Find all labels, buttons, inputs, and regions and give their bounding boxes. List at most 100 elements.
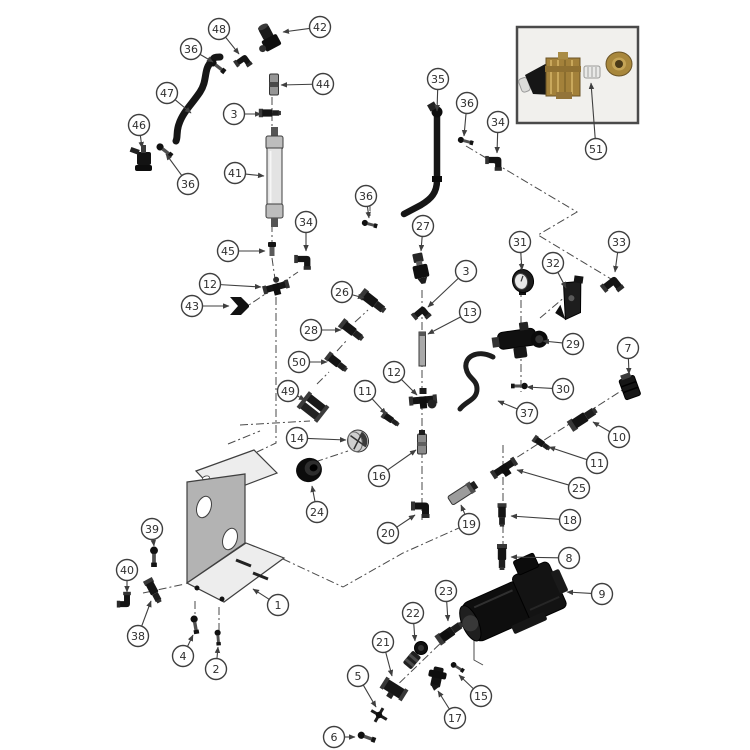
balloon-number-3a: 3 (231, 108, 238, 121)
callout-8: 8 (510, 546, 581, 570)
callout-18: 18 (510, 508, 582, 532)
part-36-bolt-b (155, 141, 175, 159)
callout-27: 27 (411, 214, 435, 252)
balloon-number-34a: 34 (491, 116, 505, 129)
callout-9: 9 (566, 582, 614, 606)
callout-2: 2 (204, 646, 228, 681)
balloon-34a (486, 110, 510, 134)
part-26-fitting (357, 287, 389, 316)
balloon-10 (607, 425, 631, 449)
balloon-32 (541, 251, 565, 275)
axis-dash-line-20 (336, 339, 348, 352)
regulator-insert (583, 65, 601, 79)
balloon-48 (207, 17, 231, 41)
part-29-valve (491, 321, 548, 359)
part-30-bolt (511, 382, 528, 390)
balloon-number-9: 9 (599, 588, 606, 601)
part-17-clip (428, 666, 447, 691)
balloon-9 (590, 582, 614, 606)
balloon-35 (426, 67, 450, 91)
axis-dash-line-0 (256, 297, 277, 453)
leader-line-46 (138, 135, 144, 149)
part-46-valve (129, 145, 152, 171)
callout-24: 24 (305, 485, 329, 524)
callout-12b: 12 (382, 360, 418, 396)
callout-51: 51 (584, 82, 608, 161)
balloon-number-30: 30 (556, 383, 570, 396)
callout-3b: 3 (427, 259, 478, 308)
callout-25: 25 (516, 469, 591, 500)
axis-dash-line-19 (354, 309, 369, 323)
leader-line-15 (458, 674, 474, 690)
callout-35: 35 (426, 67, 450, 112)
leader-line-38 (141, 600, 152, 627)
part-12-fitting-a (262, 276, 291, 299)
part-36-bolt-d (361, 219, 379, 230)
balloon-number-44: 44 (316, 78, 330, 91)
callout-30: 30 (526, 377, 575, 401)
callout-20: 20 (376, 514, 416, 545)
part-23-barb (434, 619, 466, 646)
callout-32: 32 (541, 251, 567, 289)
balloon-number-47: 47 (160, 87, 174, 100)
part-21-fitting (379, 676, 409, 702)
leader-line-13 (427, 316, 461, 335)
inset-photo (515, 25, 640, 125)
callout-10: 10 (592, 421, 631, 449)
leader-line-24 (310, 485, 316, 502)
balloon-27 (411, 214, 435, 238)
balloon-number-25: 25 (572, 482, 586, 495)
leader-line-11a (371, 398, 387, 415)
part-22-elbow (403, 641, 428, 669)
balloon-12b (382, 360, 406, 384)
balloon-number-7: 7 (625, 342, 632, 355)
balloon-30 (551, 377, 575, 401)
callout-41: 41 (223, 161, 265, 185)
callout-14: 14 (285, 426, 347, 450)
balloon-number-11b: 11 (590, 457, 604, 470)
callout-11b: 11 (548, 446, 609, 475)
balloon-number-40: 40 (120, 564, 134, 577)
balloon-22 (401, 601, 425, 625)
balloon-number-38: 38 (131, 630, 145, 643)
leader-line-14 (307, 437, 347, 443)
balloon-26 (330, 280, 354, 304)
leader-line-30 (526, 384, 553, 391)
leader-line-32 (557, 272, 567, 289)
part-36-bolt-c (457, 136, 475, 147)
axis-dash-line-6 (282, 522, 471, 588)
callout-34a: 34 (486, 110, 510, 154)
callout-5: 5 (346, 664, 377, 708)
part-23-fitting (434, 619, 466, 646)
callout-44: 44 (280, 72, 335, 96)
callout-48: 48 (207, 17, 240, 55)
part-34-elbow-b (294, 254, 311, 270)
balloon-number-48: 48 (212, 23, 226, 36)
balloon-number-41: 41 (228, 167, 242, 180)
callout-33: 33 (607, 230, 631, 273)
balloon-number-31: 31 (513, 236, 527, 249)
balloon-2 (204, 657, 228, 681)
balloon-number-12b: 12 (387, 366, 401, 379)
balloon-11a (353, 379, 377, 403)
balloon-number-36b: 36 (181, 178, 195, 191)
balloon-number-29: 29 (566, 338, 580, 351)
part-31-gauge (511, 269, 535, 295)
callout-45: 45 (216, 239, 266, 263)
callout-12a: 12 (198, 272, 262, 296)
part-28-fitting (337, 318, 366, 344)
balloon-number-22: 22 (406, 607, 420, 620)
leader-line-33 (613, 252, 619, 273)
callout-31: 31 (508, 230, 532, 271)
part-33-elbow (599, 274, 625, 299)
balloon-number-12a: 12 (203, 278, 217, 291)
balloon-number-33: 33 (612, 236, 626, 249)
balloon-number-5: 5 (355, 670, 362, 683)
balloon-7 (616, 336, 640, 360)
regulator-body (545, 52, 581, 99)
balloon-51 (584, 137, 608, 161)
part-42-valve (257, 23, 282, 53)
part-12-fitting-b (408, 388, 438, 410)
balloon-number-50: 50 (292, 356, 306, 369)
